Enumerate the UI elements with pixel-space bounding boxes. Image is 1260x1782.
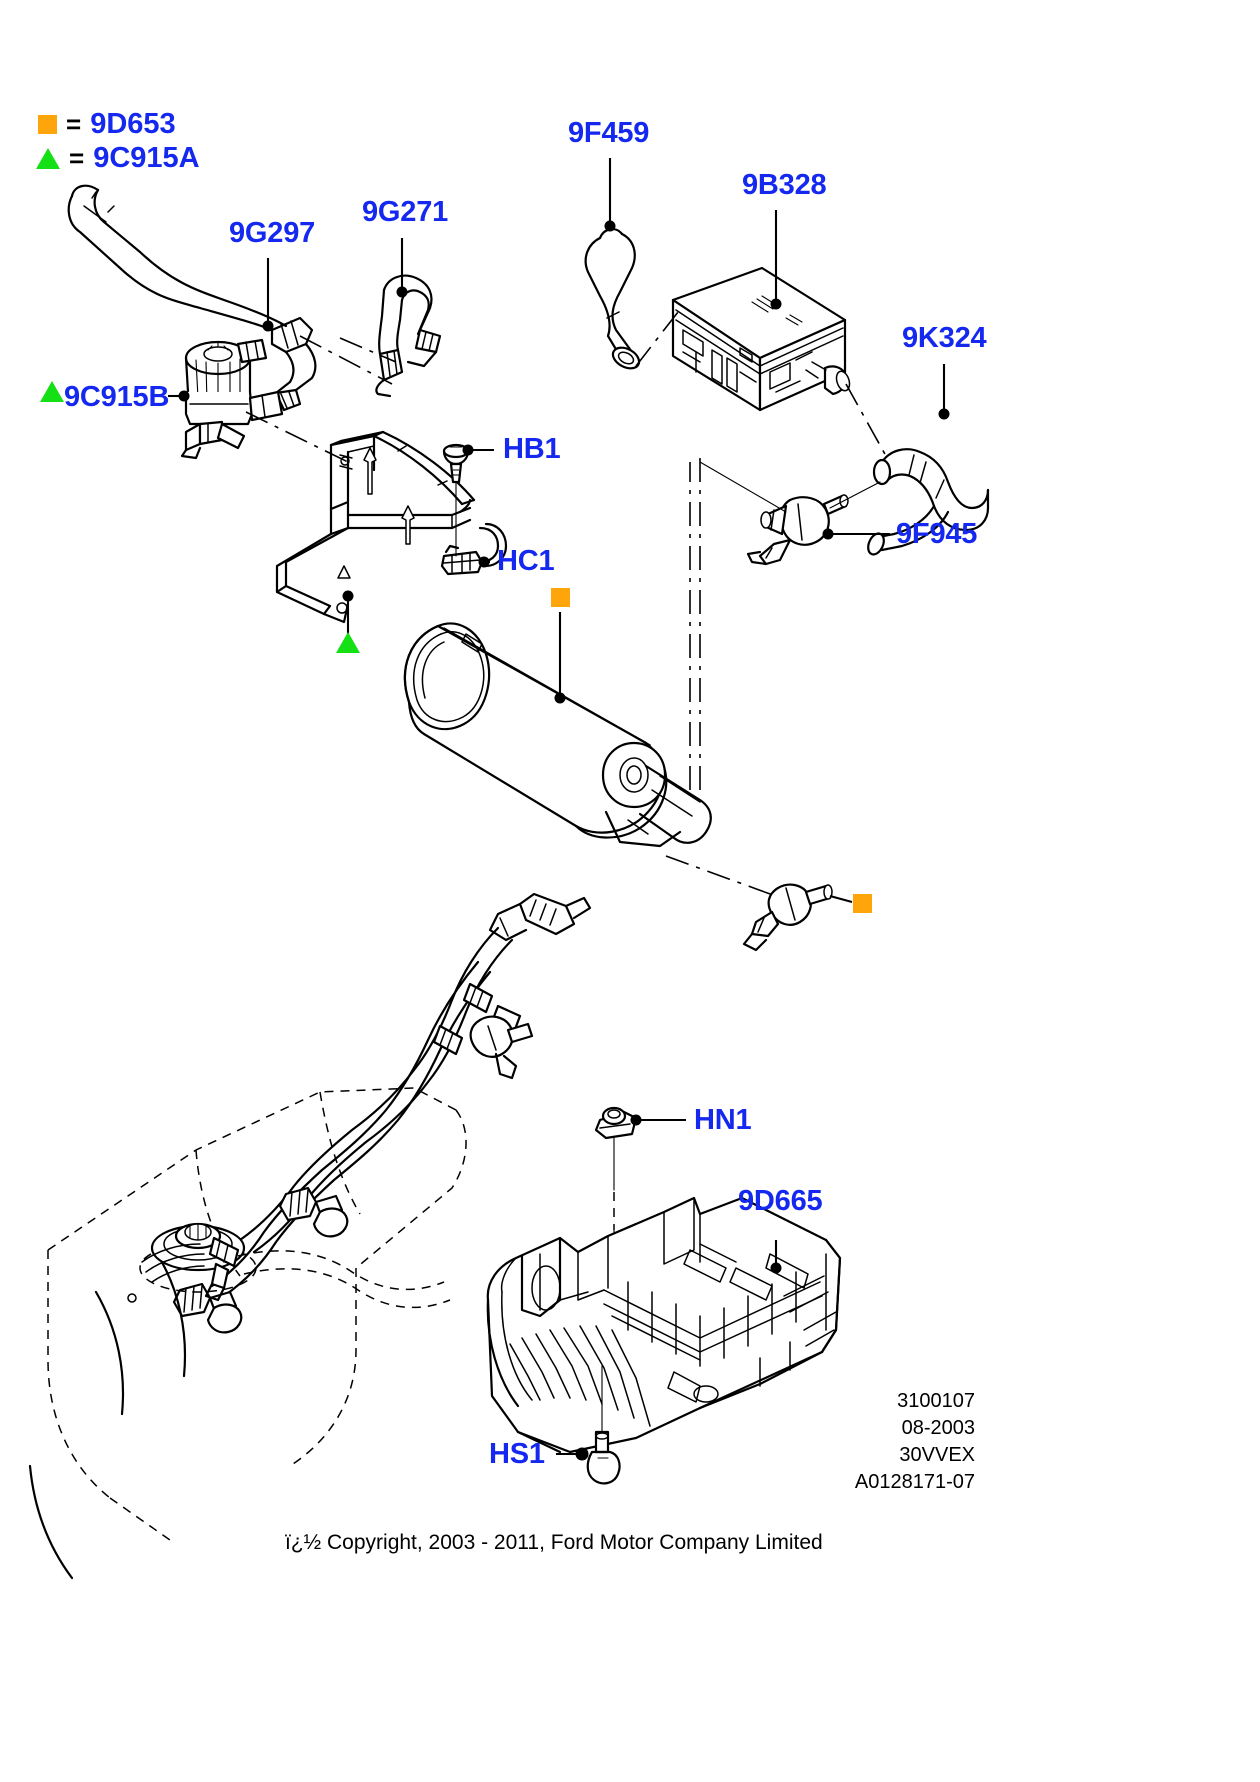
part-9D665-shield-tray: [486, 1196, 842, 1454]
part-label-9G297: 9G297: [229, 217, 316, 249]
legend-equals-sign: =: [66, 109, 82, 139]
part-label-9K324: 9K324: [902, 322, 987, 354]
part-label-9C915B: 9C915B: [64, 381, 170, 413]
construction-line-9F945: [699, 461, 787, 513]
legend-row-9C915A: = 9C915A: [36, 142, 200, 175]
doc-line-date: 08-2003: [901, 1417, 975, 1439]
legend-equals-sign-2: =: [69, 143, 85, 173]
part-HC1-clip: [440, 544, 484, 576]
part-bracket-9C915A: [275, 430, 508, 624]
part-label-9G271: 9G271: [362, 196, 449, 228]
part-9F459-hose: [584, 228, 641, 370]
construction-line-9F945-9K324: [829, 481, 881, 509]
part-9G271-hose: [375, 274, 442, 398]
triangle-green-icon-9C915B: [40, 381, 64, 402]
fuel-line-tee-valve: [469, 1015, 534, 1080]
part-9F945-valve: [746, 494, 849, 566]
fuel-lines-assembly: [172, 926, 534, 1334]
doc-line-drawing-id: A0128171-07: [854, 1471, 975, 1493]
part-9K324-hose: [867, 448, 990, 556]
square-orange-icon-canister: [551, 588, 570, 607]
fuel-pump-module: [139, 1222, 257, 1302]
legend-label-9C915A: 9C915A: [93, 142, 200, 174]
doc-line-code: 30VVEX: [899, 1444, 975, 1466]
part-label-9F459: 9F459: [568, 117, 650, 149]
part-label-9B328: 9B328: [742, 169, 827, 201]
doc-line-part-number: 3100107: [897, 1390, 975, 1412]
fuel-tank-phantom: [28, 1087, 467, 1580]
part-9D653-carbon-canister: [404, 622, 712, 848]
alignment-line-9G297-9G271: [339, 337, 397, 363]
part-HB1-screw: [442, 443, 470, 484]
part-label-HC1: HC1: [497, 545, 555, 577]
document-number-block: 3100107 08-2003 30VVEX A0128171-07: [760, 1388, 975, 1496]
alignment-line-9B328-9K324: [845, 383, 887, 457]
copyright-notice: ï¿½ Copyright, 2003 - 2011, Ford Motor C…: [285, 1531, 823, 1554]
part-fuel-line-connector: [488, 892, 592, 942]
part-label-HS1: HS1: [489, 1438, 545, 1470]
square-orange-icon-sensor: [853, 894, 872, 913]
part-label-9F945: 9F945: [896, 518, 978, 550]
legend-label-9D653: 9D653: [90, 108, 176, 140]
part-HN1-nut: [594, 1106, 638, 1140]
leader-lines: [168, 158, 950, 1461]
triangle-green-icon-bracket: [336, 632, 360, 653]
alignment-line-valve-bracket: [245, 411, 353, 465]
alignment-line-9F459-9B328: [635, 311, 679, 367]
part-label-9D665: 9D665: [738, 1185, 823, 1217]
alignment-line-hose-hose: [299, 335, 393, 385]
leader-orange-square-lower: [829, 894, 853, 904]
part-label-HB1: HB1: [503, 433, 561, 465]
triangle-green-icon: [36, 148, 60, 169]
square-orange-icon: [38, 115, 57, 134]
fuel-line-clips: [172, 1186, 349, 1334]
part-9C915B-purge-valve: [180, 338, 284, 460]
part-label-HN1: HN1: [694, 1104, 752, 1136]
part-HS1-screw: [586, 1430, 621, 1485]
legend-row-9D653: = 9D653: [38, 108, 176, 141]
part-9D653-sensor-lower: [742, 883, 833, 952]
part-9B328-vapour-box: [671, 266, 851, 412]
